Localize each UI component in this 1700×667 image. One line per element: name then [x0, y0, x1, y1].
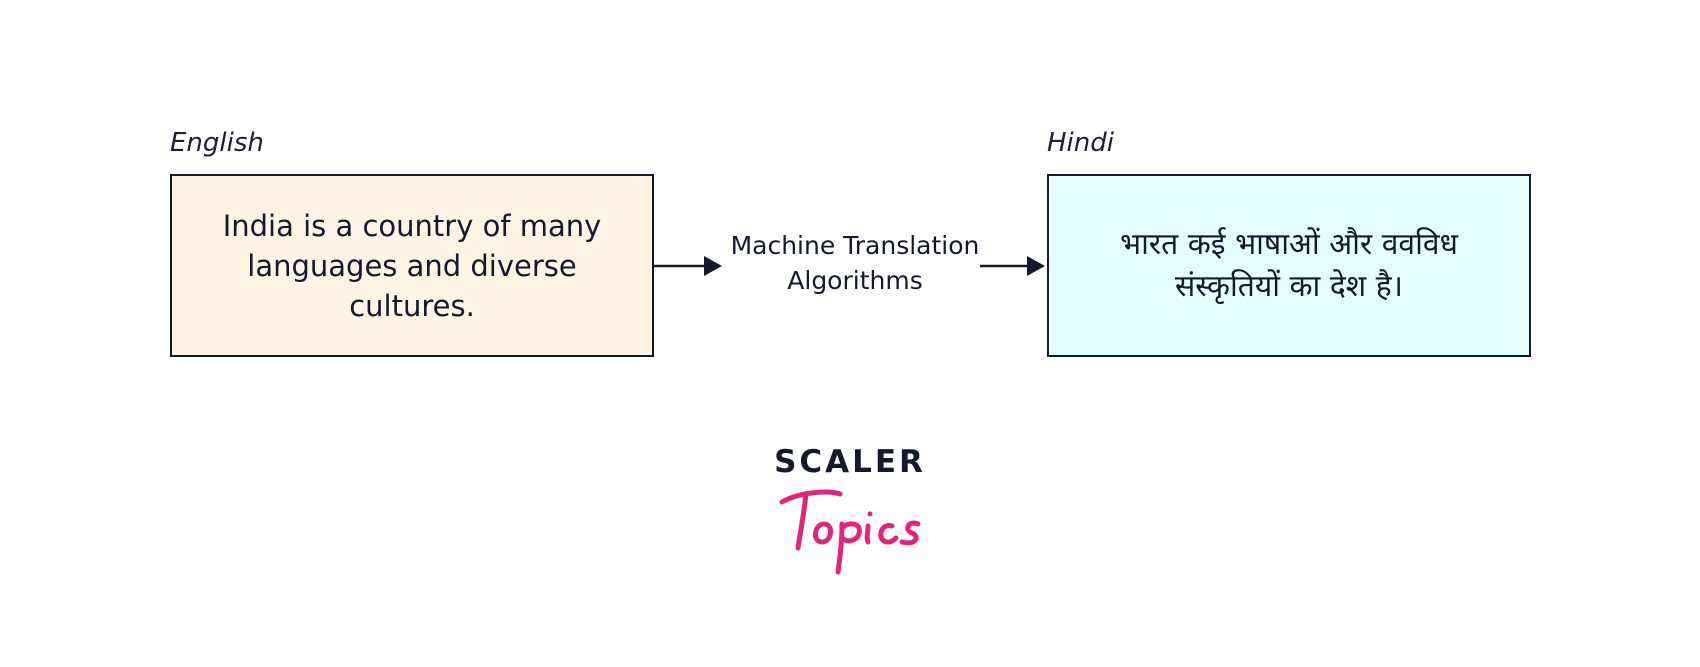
target-text-box: भारत कई भाषाओं और ववविध संस्कृतियों का द… — [1047, 174, 1531, 357]
scaler-topics-logo: SCALER — [770, 444, 930, 575]
source-text: India is a country of many languages and… — [222, 208, 602, 323]
process-label-line1: Machine Translation — [730, 231, 980, 260]
target-text: भारत कई भाषाओं और ववविध संस्कृतियों का द… — [1120, 226, 1458, 304]
process-label-line2: Algorithms — [787, 266, 923, 295]
arrow-source-to-process — [654, 256, 722, 276]
source-language-label: English — [170, 128, 264, 158]
logo-wordmark: SCALER — [774, 444, 926, 480]
target-language-label: Hindi — [1047, 128, 1114, 158]
logo-script-topics — [779, 489, 921, 575]
process-label: Machine Translation Algorithms — [720, 228, 990, 298]
source-text-box: India is a country of many languages and… — [170, 174, 654, 357]
